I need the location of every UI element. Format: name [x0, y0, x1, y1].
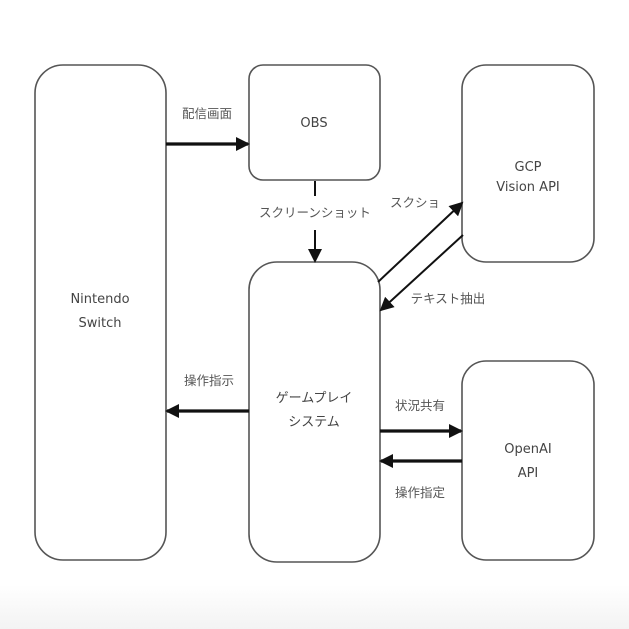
edge-label: スクリーンショット [259, 205, 371, 220]
node-box [248, 261, 381, 563]
edge-label: 操作指定 [395, 485, 445, 500]
node-label: システム [288, 415, 340, 430]
node-box [461, 64, 595, 263]
node-label: OBS [300, 116, 327, 131]
edge-system-to-switch: 操作指示 [165, 373, 249, 418]
edge-system-to-openai: 状況共有 [380, 398, 463, 438]
node-box [248, 64, 381, 181]
bottom-fade [0, 585, 629, 629]
node-label: GCP [515, 160, 542, 175]
node-label: Switch [79, 316, 122, 331]
node-label: Nintendo [70, 292, 129, 307]
edge-system-to-gcp: スクショ [377, 195, 464, 283]
node-box [461, 360, 595, 561]
arrow-up-right [377, 201, 464, 283]
edge-obs-to-system: スクリーンショット [259, 181, 371, 263]
edge-label: 操作指示 [184, 373, 234, 388]
node-gcp-vision-api: GCP Vision API [461, 64, 595, 263]
edge-label: 状況共有 [395, 398, 445, 413]
node-box [34, 64, 167, 561]
edge-label: スクショ [390, 195, 440, 210]
edge-openai-to-system: 操作指定 [379, 454, 462, 500]
edge-gcp-to-system: テキスト抽出 [379, 234, 486, 312]
edge-switch-to-obs: 配信画面 [166, 106, 250, 151]
node-label: API [518, 466, 539, 481]
edge-label: テキスト抽出 [411, 291, 486, 306]
node-label: ゲームプレイ [276, 391, 353, 406]
edge-label: 配信画面 [182, 106, 232, 121]
node-nintendo-switch: Nintendo Switch [34, 64, 167, 561]
node-openai-api: OpenAI API [461, 360, 595, 561]
node-label: Vision API [496, 180, 560, 195]
arrow-down-left [379, 234, 464, 312]
node-obs: OBS [248, 64, 381, 181]
node-label: OpenAI [504, 442, 551, 457]
node-gameplay-system: ゲームプレイ システム [248, 261, 381, 563]
